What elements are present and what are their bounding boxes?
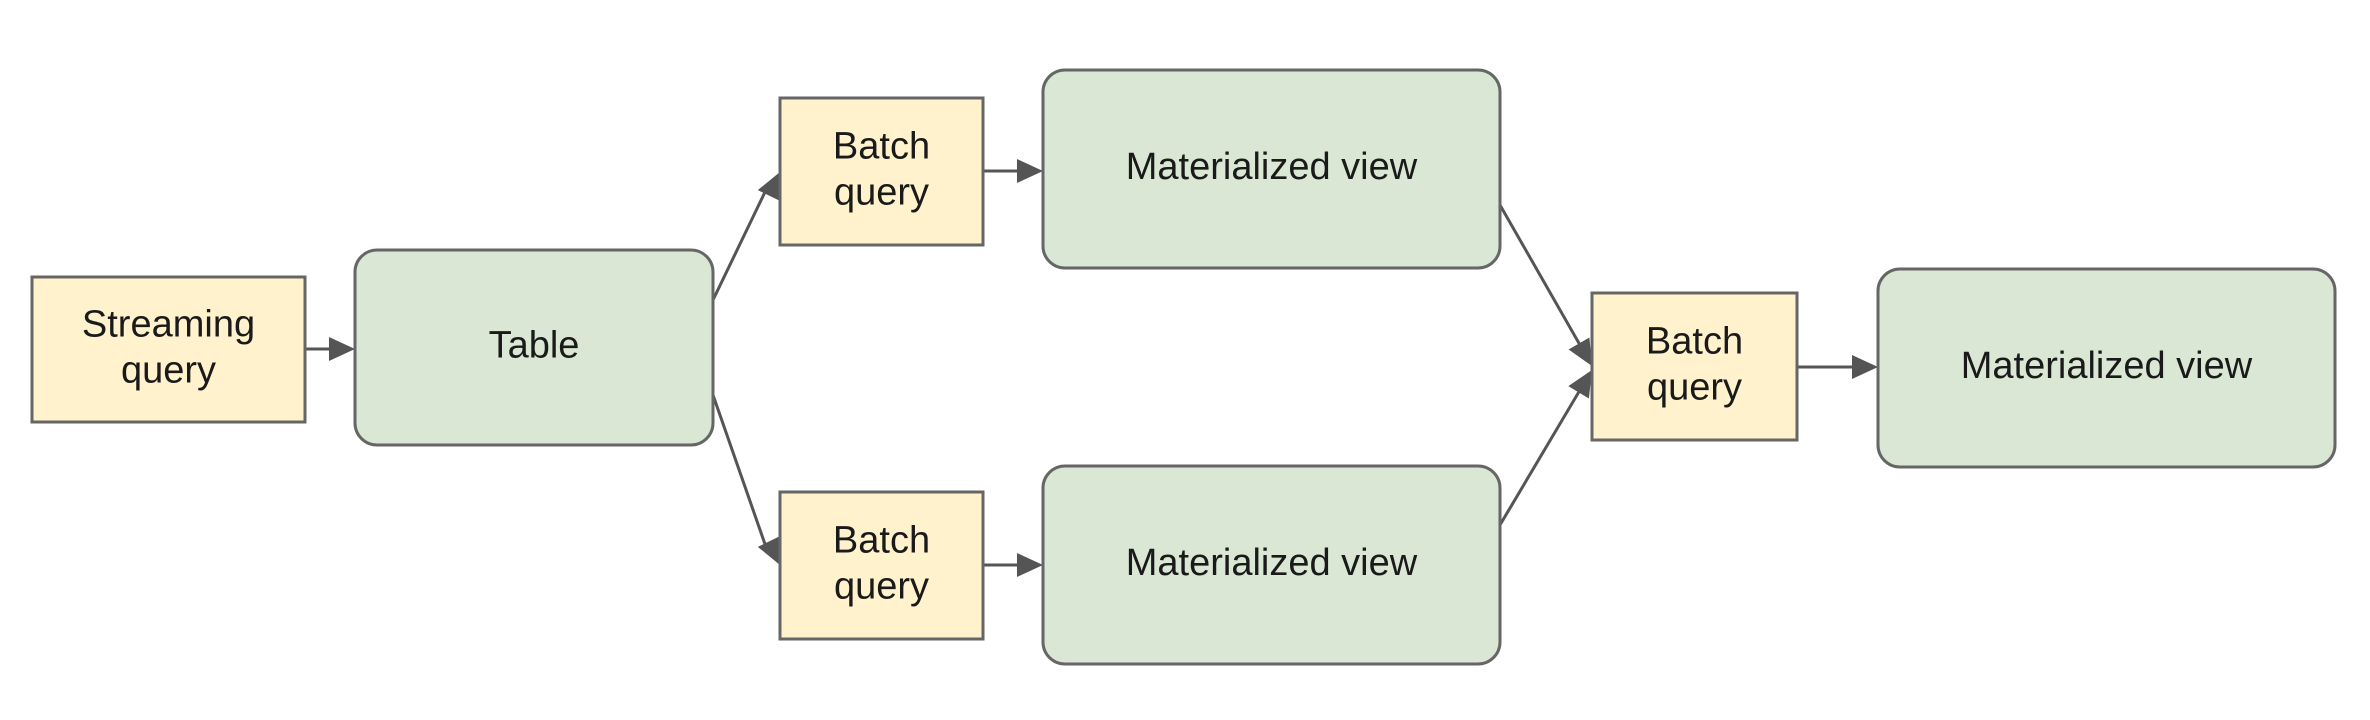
edge-batch-bottom-to-view-bottom <box>983 553 1043 577</box>
node-materialized-view-final-shape[interactable] <box>1876 267 2337 469</box>
node-streaming-query[interactable]: Streaming query <box>30 275 307 424</box>
node-streaming-query-label: query <box>121 350 216 392</box>
node-batch-query-top[interactable]: Batch query <box>778 96 985 247</box>
edge-view-bottom-to-batch-join-arrowhead-icon <box>1568 370 1592 399</box>
node-materialized-view-final[interactable]: Materialized view <box>1876 267 2337 469</box>
node-batch-query-bottom-label: query <box>834 566 929 608</box>
edges-layer <box>305 159 1878 577</box>
node-batch-query-bottom-label: Batch <box>833 519 930 561</box>
node-materialized-view-top-label: Materialized view <box>1126 146 1418 188</box>
edge-streaming-to-table-arrowhead-icon <box>329 337 355 361</box>
edge-view-bottom-to-batch-join <box>1495 370 1592 531</box>
node-batch-query-top-shape[interactable] <box>778 96 985 247</box>
edge-batch-join-to-view-final <box>1797 355 1878 379</box>
edge-view-top-to-batch-join <box>1498 204 1592 366</box>
edge-table-to-batch-bottom-line <box>711 394 768 548</box>
node-materialized-view-bottom-shape[interactable] <box>1041 464 1502 666</box>
node-materialized-view-final-label: Materialized view <box>1961 345 2253 387</box>
node-batch-query-join-label: Batch <box>1646 320 1743 362</box>
edge-table-to-batch-bottom-arrowhead-icon <box>757 536 780 565</box>
node-materialized-view-top-shape[interactable] <box>1041 68 1502 270</box>
node-batch-query-join[interactable]: Batch query <box>1590 291 1799 442</box>
node-table[interactable]: Table <box>353 248 715 447</box>
node-table-shape[interactable] <box>353 248 715 447</box>
edge-batch-join-to-view-final-arrowhead-icon <box>1852 355 1878 379</box>
edge-table-to-batch-top-arrowhead-icon <box>757 172 780 201</box>
node-materialized-view-bottom-label: Materialized view <box>1126 542 1418 584</box>
node-batch-query-join-shape[interactable] <box>1590 291 1799 442</box>
node-batch-query-join-label: query <box>1647 367 1742 409</box>
node-streaming-query-label: Streaming <box>82 303 255 345</box>
node-materialized-view-top[interactable]: Materialized view <box>1041 68 1502 270</box>
edge-table-to-batch-top <box>711 172 780 301</box>
edge-streaming-to-table <box>305 337 355 361</box>
nodes-layer: StreamingqueryTableBatchqueryMaterialize… <box>30 68 2337 666</box>
node-streaming-query-shape[interactable] <box>30 275 307 424</box>
edge-batch-bottom-to-view-bottom-arrowhead-icon <box>1017 553 1043 577</box>
edge-batch-top-to-view-top-arrowhead-icon <box>1017 159 1043 183</box>
node-materialized-view-bottom[interactable]: Materialized view <box>1041 464 1502 666</box>
edge-table-to-batch-top-line <box>711 189 768 301</box>
node-table-label: Table <box>489 325 580 367</box>
node-batch-query-top-label: query <box>834 172 929 214</box>
edge-view-bottom-to-batch-join-line <box>1495 389 1582 531</box>
node-batch-query-bottom[interactable]: Batch query <box>778 490 985 641</box>
node-batch-query-bottom-shape[interactable] <box>778 490 985 641</box>
edge-table-to-batch-bottom <box>711 394 780 565</box>
edge-view-top-to-batch-join-arrowhead-icon <box>1568 337 1592 366</box>
edge-batch-top-to-view-top <box>983 159 1043 183</box>
edge-view-top-to-batch-join-line <box>1498 204 1582 346</box>
node-batch-query-top-label: Batch <box>833 125 930 167</box>
